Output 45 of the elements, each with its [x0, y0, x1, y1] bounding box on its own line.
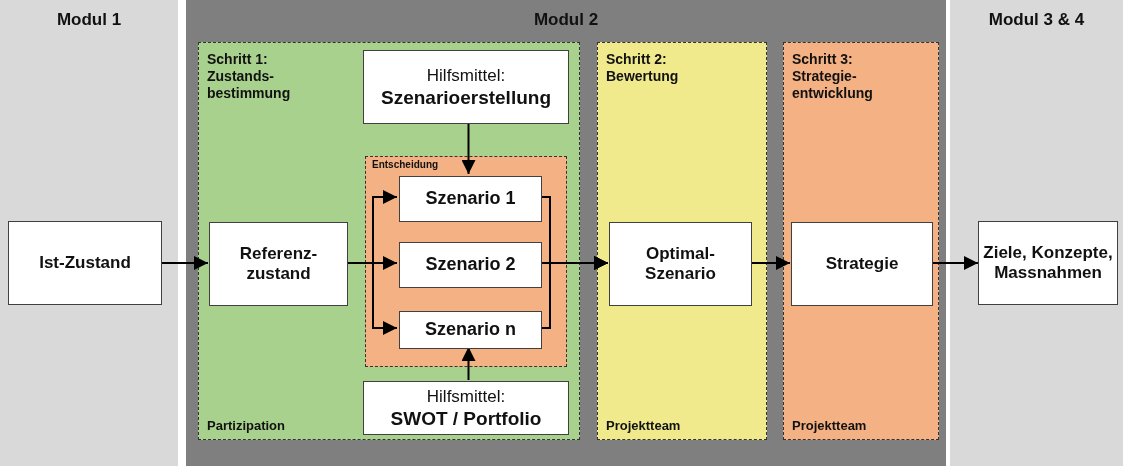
tool-name: SWOT / Portfolio	[390, 406, 542, 431]
box-text: Ziele, Konzepte, Massnahmen	[982, 242, 1114, 284]
step-panel	[198, 42, 580, 440]
box-text: Optimal- Szenario	[644, 243, 717, 285]
arrow	[461, 122, 476, 175]
panel-heading: Entscheidung	[372, 159, 439, 170]
decision-panel	[365, 156, 567, 367]
box-text: Referenz- zustand	[238, 243, 319, 285]
module-panel	[0, 0, 178, 466]
step-panel	[597, 42, 767, 440]
process-box	[209, 222, 348, 306]
tool-name: Szenarioerstellung	[381, 85, 551, 110]
tool-label: Hilfsmittel:	[426, 64, 506, 86]
step-heading: Schritt 1: Zustands- bestimmung	[207, 51, 292, 102]
module-title: Modul 3 & 4	[987, 10, 1086, 30]
module-panel	[186, 0, 946, 466]
box-text: Strategie	[824, 253, 900, 275]
tool-label: Hilfsmittel:	[426, 385, 506, 407]
arrow	[161, 256, 209, 270]
step-footer: Partizipation	[207, 418, 285, 433]
step-footer: Projektteam	[792, 418, 867, 433]
process-box	[399, 242, 542, 288]
step-footer: Projektteam	[606, 418, 681, 433]
process-box	[399, 176, 542, 222]
module-panel	[950, 0, 1123, 466]
box-text: Szenario 1	[424, 188, 517, 210]
process-box	[791, 222, 933, 306]
process-box	[399, 311, 542, 349]
module-title: Modul 1	[55, 10, 123, 30]
box-text: Szenario 2	[424, 254, 517, 276]
process-box	[609, 222, 752, 306]
step-panel	[783, 42, 939, 440]
tool-box	[363, 50, 569, 124]
step-heading: Schritt 2: Bewertung	[606, 51, 680, 85]
arrow	[539, 256, 609, 329]
process-box	[8, 221, 162, 305]
tool-box	[363, 381, 569, 435]
arrow	[461, 346, 476, 381]
arrow	[931, 256, 979, 270]
module-title: Modul 2	[532, 10, 600, 30]
arrow	[750, 256, 791, 270]
box-text: Szenario n	[424, 319, 517, 341]
process-box	[978, 221, 1118, 305]
box-text: Ist-Zustand	[38, 252, 132, 274]
step-heading: Schritt 3: Strategie- entwicklung	[792, 51, 874, 102]
